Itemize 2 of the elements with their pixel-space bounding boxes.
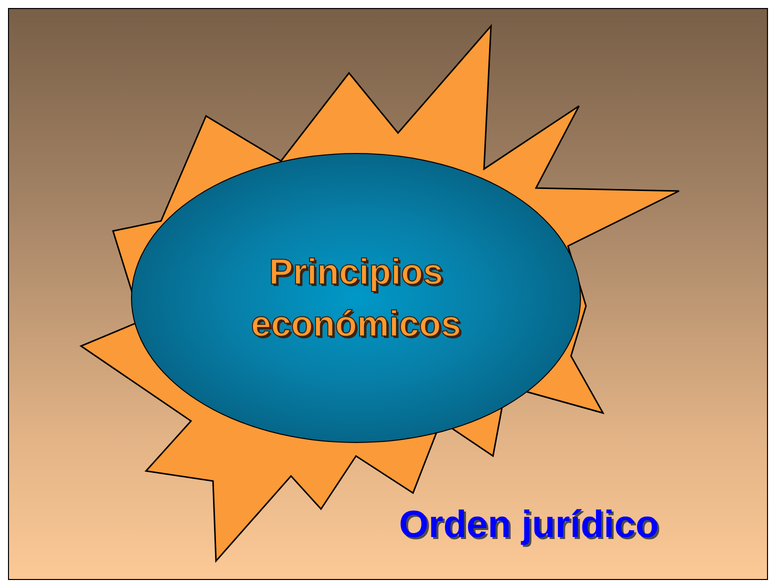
label-text: Orden jurídico: [399, 504, 659, 547]
node-text: Principios económicos: [250, 250, 462, 346]
